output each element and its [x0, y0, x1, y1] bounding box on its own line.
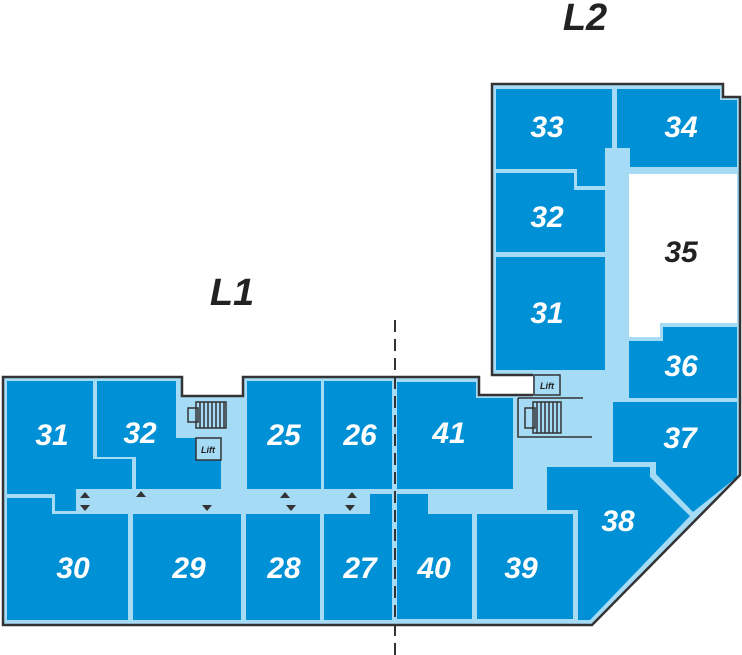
room-label: 31 [530, 297, 563, 330]
room-l2-40[interactable] [397, 494, 472, 619]
room-l1-31[interactable] [7, 381, 132, 511]
stairs-icon [187, 401, 227, 429]
room-label: 32 [123, 417, 157, 450]
l1-outline [1, 375, 533, 627]
svg-text:Lift: Lift [540, 381, 555, 391]
room-label: 27 [342, 552, 378, 585]
room-l2-32[interactable] [496, 173, 605, 252]
room-l1-25[interactable] [247, 381, 321, 489]
room-l2-35[interactable] [629, 174, 737, 337]
room-l1-28[interactable] [246, 514, 320, 620]
room-l2-33[interactable] [496, 89, 612, 186]
room-l2-31[interactable] [496, 257, 605, 370]
room-l1-27[interactable] [324, 494, 392, 620]
room-label: 29 [171, 552, 206, 585]
l2-outline [395, 82, 742, 627]
room-label: 31 [35, 419, 68, 452]
room-l1-32[interactable] [97, 381, 221, 489]
room-label: 39 [504, 552, 538, 585]
level-label-l1: L1 [210, 272, 254, 314]
room-l2-38[interactable] [547, 467, 690, 620]
escalator-up-icon [347, 492, 357, 498]
room-label: 36 [664, 350, 698, 383]
escalator-up-icon [280, 492, 290, 498]
room-l2-37[interactable] [613, 402, 737, 512]
room-l1-30[interactable] [7, 498, 128, 620]
level-label-l2: L2 [563, 0, 607, 39]
room-label: 38 [601, 505, 635, 538]
room-label: 33 [530, 111, 564, 144]
room-l2-41[interactable] [397, 382, 513, 489]
escalator-down-icon [345, 505, 355, 511]
escalator-up-icon [136, 491, 146, 497]
room-label: 26 [342, 419, 377, 452]
room-label: 37 [663, 422, 698, 455]
room-label: 25 [266, 419, 302, 452]
lift-icon[interactable]: Lift [195, 437, 222, 461]
room-label: 41 [431, 417, 465, 450]
room-label: 34 [664, 111, 698, 144]
lift-icon[interactable]: Lift [533, 374, 561, 396]
room-l2-34[interactable] [617, 89, 737, 167]
room-label: 28 [266, 552, 301, 585]
room-label: 32 [530, 201, 564, 234]
room-label: 40 [416, 552, 451, 585]
svg-text:Lift: Lift [201, 445, 216, 455]
room-l2-36[interactable] [629, 327, 737, 398]
stairs-icon [517, 397, 592, 438]
escalator-down-icon [80, 505, 90, 511]
escalator-up-icon [80, 492, 90, 498]
room-label: 35 [664, 236, 699, 269]
room-l1-26[interactable] [324, 381, 392, 489]
room-l1-29[interactable] [133, 514, 241, 620]
room-l2-39[interactable] [477, 514, 573, 619]
room-label: 30 [56, 552, 90, 585]
escalator-down-icon [202, 505, 212, 511]
escalator-down-icon [286, 505, 296, 511]
